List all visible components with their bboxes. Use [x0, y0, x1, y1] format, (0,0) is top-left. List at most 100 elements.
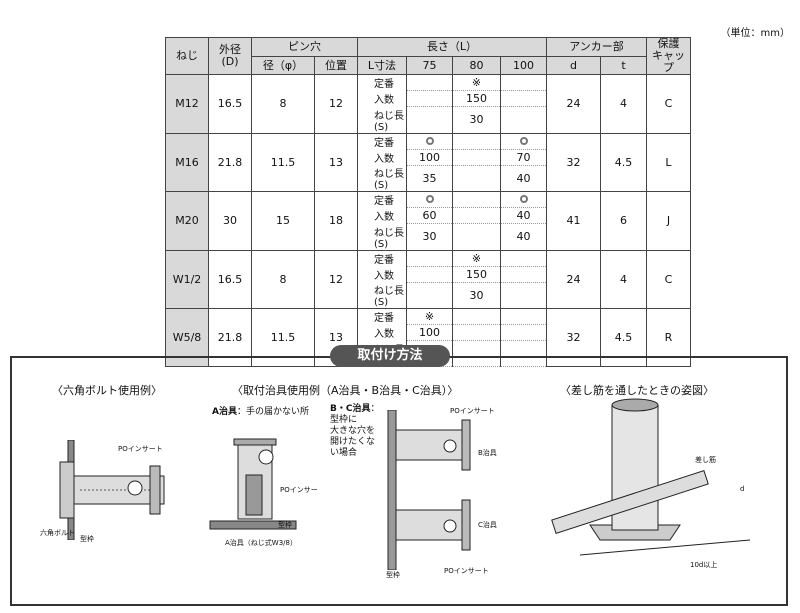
- length-value-cell: 35: [406, 165, 453, 192]
- length-value-cell: [500, 308, 547, 325]
- length-value-cell: [406, 282, 453, 309]
- outer-diameter-cell: 16.5: [208, 249, 252, 309]
- a-jig-figure: [209, 438, 297, 530]
- pin-diameter-cell: 15: [251, 191, 315, 251]
- length-value-cell: [500, 249, 547, 267]
- spec-table: ねじ 外径(D) ピン穴 長さ（L） アンカー部 保護キャップ 径（φ） 位置 …: [165, 36, 691, 367]
- c-jig-label: C治具: [478, 521, 497, 529]
- header-gaikei: 外径(D): [208, 37, 252, 75]
- length-value-cell: [452, 308, 501, 325]
- pin-diameter-cell: 8: [251, 249, 315, 309]
- a-jig-note: A治具：手の届かない所: [212, 407, 309, 417]
- length-value-cell: [500, 266, 547, 283]
- length-value-cell: [500, 282, 547, 309]
- hex-bolt-figure: [59, 440, 165, 540]
- length-value-cell: [500, 74, 547, 91]
- length-value-cell: 150: [452, 266, 501, 283]
- length-value-cell: [500, 90, 547, 107]
- length-value-cell: 100: [406, 149, 453, 166]
- standard-circle-icon: [519, 195, 528, 203]
- length-value-cell: 30: [452, 106, 501, 134]
- row-label: 入数: [357, 207, 407, 224]
- pin-position-cell: 12: [314, 74, 358, 134]
- length-value-cell: 40: [500, 207, 547, 224]
- standard-circle-icon: [425, 195, 434, 203]
- row-label: ねじ長(S): [357, 106, 407, 133]
- section-jig: 〈取付治具使用例（A治具・B治具・C治具）〉: [232, 384, 459, 397]
- length-value-cell: [452, 324, 501, 341]
- outer-diameter-cell: 21.8: [208, 132, 252, 192]
- section-hex-bolt: 〈六角ボルト使用例〉: [52, 384, 162, 397]
- bc-jig-figure: [387, 410, 471, 570]
- anchor-t-cell: 4: [600, 249, 647, 309]
- header-anchor: アンカー部: [546, 36, 647, 58]
- row-label: 定番: [357, 191, 407, 208]
- anchor-t-cell: 6: [600, 191, 647, 251]
- pin-position-cell: 18: [314, 191, 358, 251]
- length-value-cell: [500, 191, 547, 208]
- row-label: 入数: [357, 149, 407, 165]
- formwork-label-1: 型枠: [80, 535, 94, 543]
- length-value-cell: 150: [452, 90, 501, 107]
- cap-cell: J: [646, 191, 691, 251]
- header-hogo: 保護キャップ: [646, 37, 691, 75]
- header-kei: 径（φ）: [251, 56, 315, 75]
- neji-cell: W1/2: [165, 249, 209, 309]
- row-label: 定番: [357, 308, 407, 325]
- length-value-cell: [406, 191, 453, 208]
- po-insert-label-2: POインサー: [280, 486, 318, 494]
- length-value-cell: [406, 249, 453, 267]
- length-value-cell: 40: [500, 165, 547, 192]
- po-insert-label-1: POインサート: [118, 445, 163, 453]
- length-value-cell: [406, 106, 453, 134]
- method-title: 取付け方法: [330, 345, 450, 367]
- table-row: 入数 150: [166, 90, 691, 107]
- standard-circle-icon: [425, 136, 434, 145]
- length-value-cell: [500, 106, 547, 134]
- cap-cell: L: [646, 132, 691, 192]
- header-t: t: [600, 56, 647, 75]
- cap-cell: C: [646, 249, 691, 309]
- row-label: ねじ長(S): [357, 282, 407, 309]
- length-value-cell: 100: [406, 324, 453, 341]
- length-value-cell: [406, 74, 453, 91]
- header-lsunpo: L寸法: [357, 56, 407, 75]
- length-value-cell: ※: [452, 249, 501, 267]
- length-value-cell: [500, 132, 547, 150]
- outer-diameter-cell: 16.5: [208, 74, 252, 134]
- header-neji: ねじ: [165, 37, 209, 75]
- length-label: 10d以上: [690, 561, 718, 569]
- length-value-cell: [452, 165, 501, 192]
- a-jig-label: A治具（ねじ式W3/8）: [225, 539, 297, 547]
- table-row: ねじ長(S) 30: [166, 106, 691, 134]
- pin-position-cell: 12: [314, 249, 358, 309]
- row-label: 入数: [357, 90, 407, 107]
- length-value-cell: [452, 340, 501, 367]
- unit-note: （単位：mm）: [720, 28, 790, 39]
- pin-diameter-cell: 11.5: [251, 132, 315, 192]
- neji-cell: M16: [165, 132, 209, 192]
- pin-diameter-cell: 8: [251, 74, 315, 134]
- length-value-cell: [406, 90, 453, 107]
- cap-cell: C: [646, 74, 691, 134]
- length-value-cell: 70: [500, 149, 547, 166]
- length-value-cell: 30: [406, 223, 453, 251]
- anchor-d-cell: 41: [546, 191, 601, 251]
- header-l80: 80: [452, 56, 501, 75]
- formwork-label-3: 型枠: [386, 571, 400, 579]
- length-value-cell: [452, 149, 501, 166]
- header-nagasa: 長さ（L）: [357, 36, 547, 58]
- length-value-cell: ※: [406, 308, 453, 325]
- length-value-cell: [452, 132, 501, 150]
- anchor-d-cell: 24: [546, 74, 601, 134]
- bc-jig-note: B・C治具： 型枠に大きな穴を 開けたくない場合: [330, 404, 380, 458]
- row-label: 入数: [357, 324, 407, 341]
- anchor-t-cell: 4: [600, 74, 647, 134]
